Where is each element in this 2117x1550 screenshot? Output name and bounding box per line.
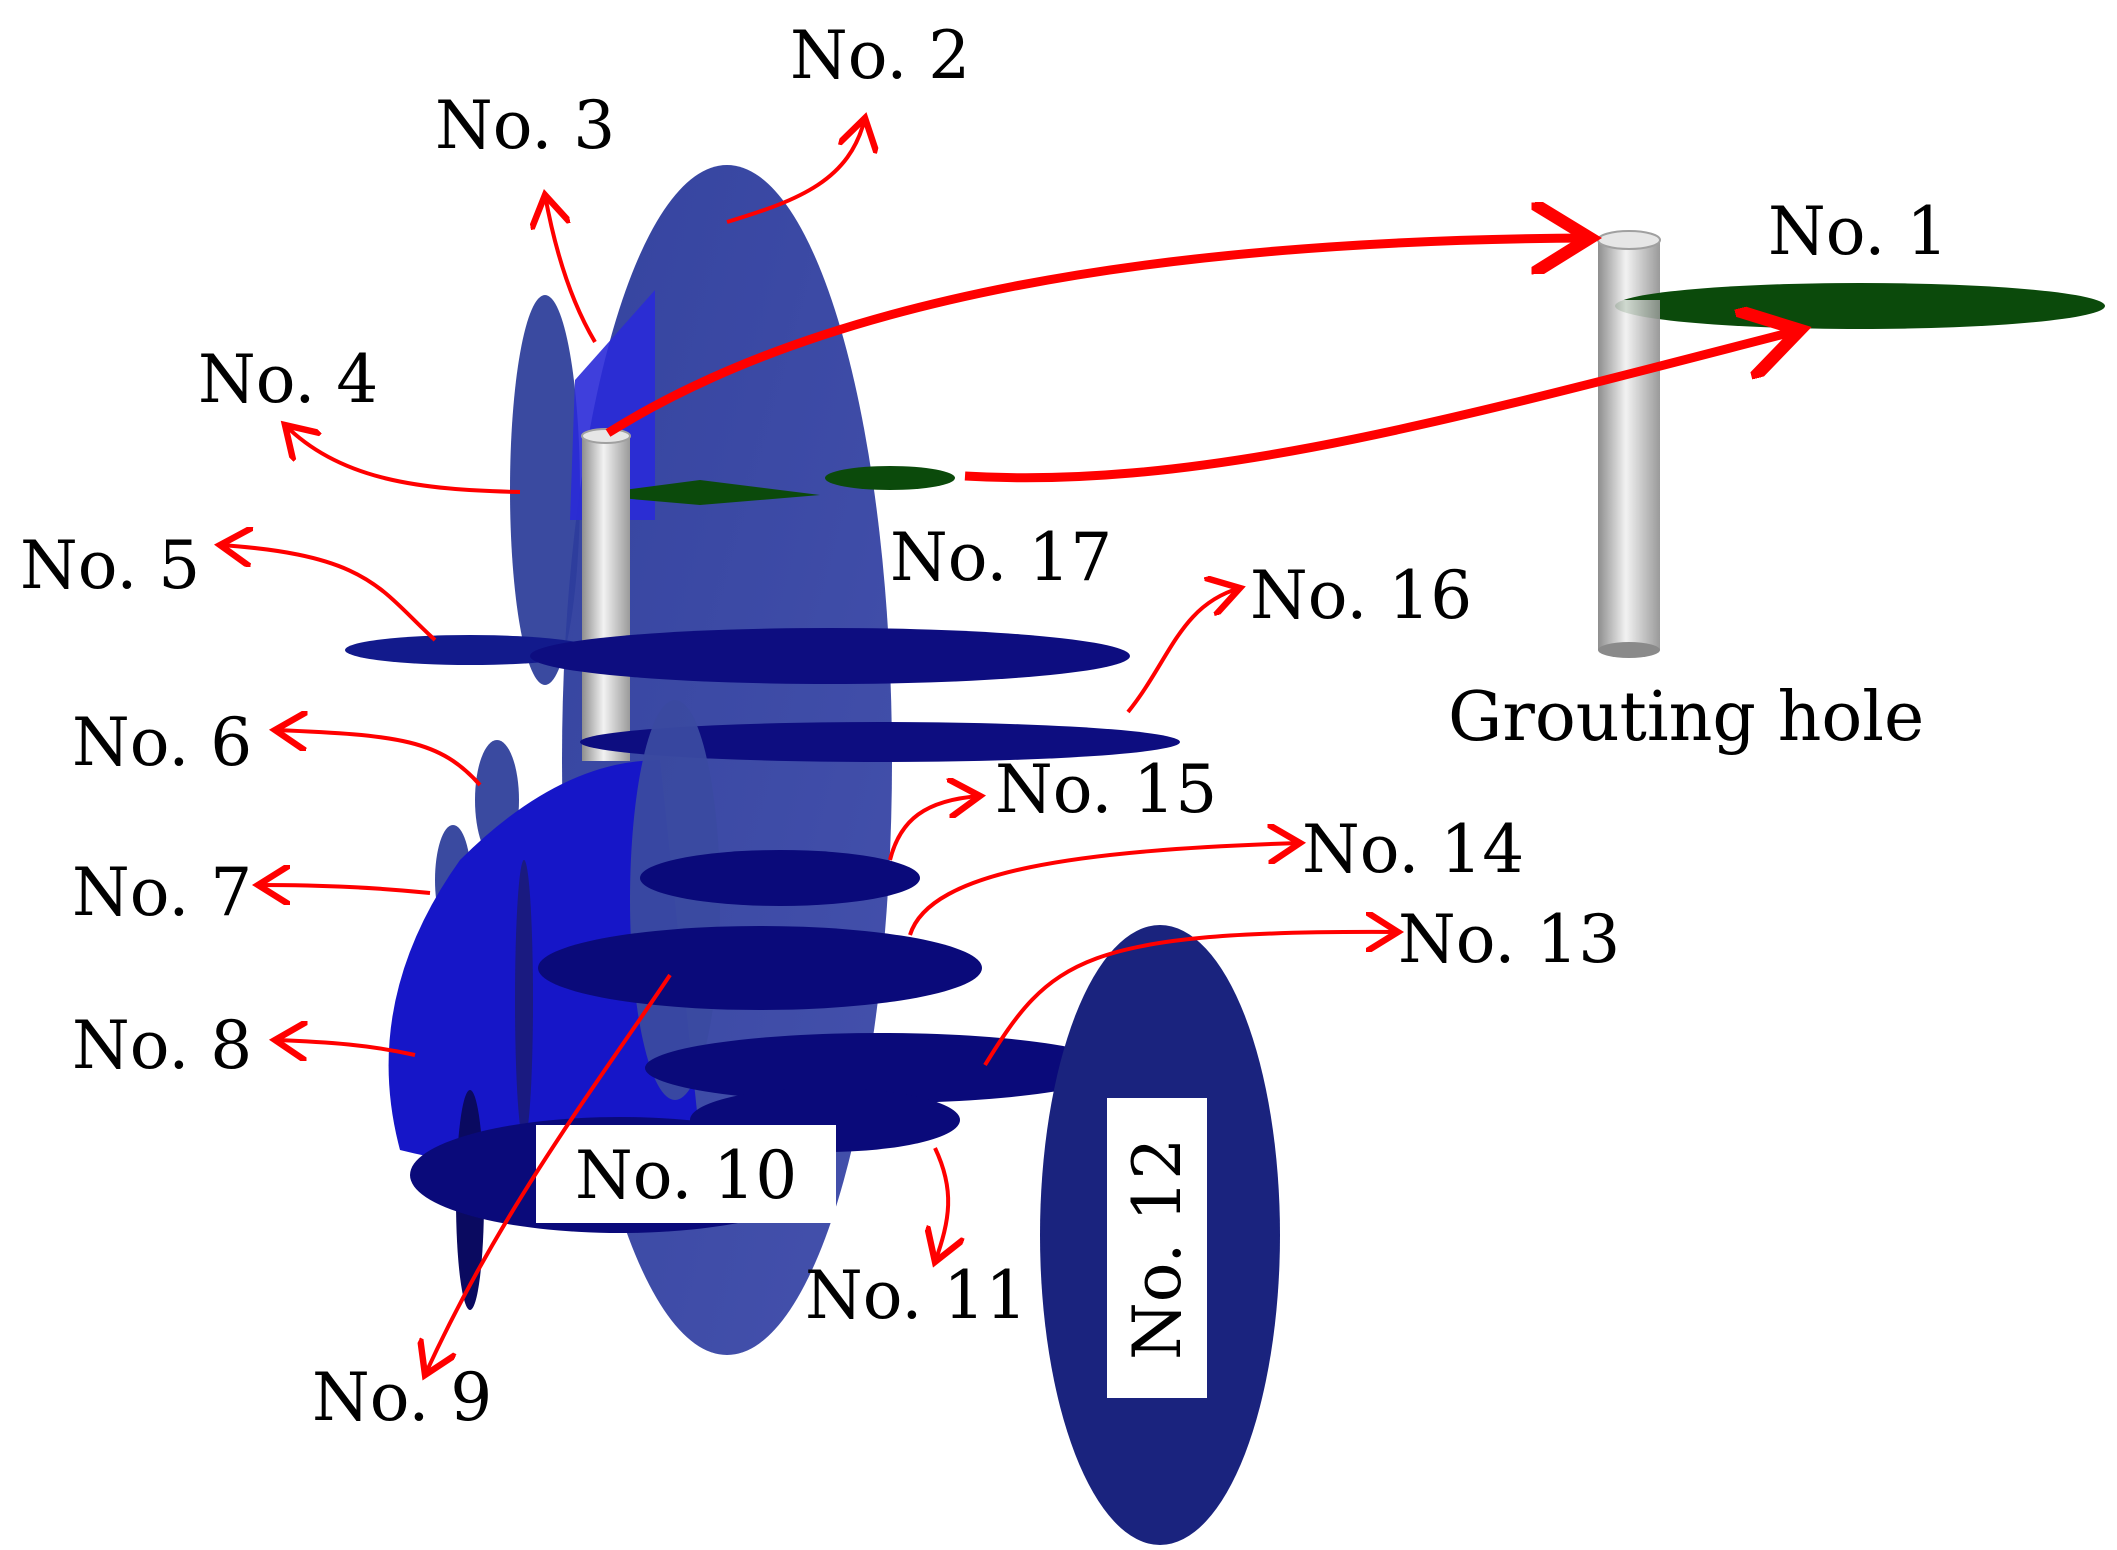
arrow-no7 [258, 885, 431, 893]
fracture-no15 [640, 850, 920, 906]
arrow-no11 [935, 1147, 948, 1262]
arrow-main-top [605, 238, 1590, 437]
arrow-no2 [726, 118, 865, 224]
label-grouting-hole: Grouting hole [1448, 678, 1924, 757]
label-no6: No. 6 [72, 704, 252, 781]
label-no8: No. 8 [72, 1007, 252, 1084]
arrow-no4 [285, 425, 521, 494]
grouting-pipe-top [1597, 230, 1661, 250]
grouting-hole-left [581, 428, 631, 761]
fracture-green-left [585, 480, 820, 505]
arrow-no8 [275, 1040, 416, 1055]
fracture-no13 [645, 1033, 1115, 1103]
fracture-green-tail [825, 466, 955, 490]
arrow-no14 [908, 843, 1300, 936]
label-no12: No. 12 [1119, 1138, 1196, 1360]
grouting-pipe-left [582, 436, 630, 761]
fracture-no1 [1615, 283, 2105, 329]
label-no9: No. 9 [312, 1359, 492, 1436]
grouting-pipe-bottom [1598, 642, 1660, 658]
label-no2: No. 2 [790, 17, 970, 94]
label-no1: No. 1 [1768, 193, 1948, 270]
grouting-pipe-overlap [1598, 300, 1660, 324]
label-box-no10 [536, 1125, 836, 1223]
fracture-no14 [538, 926, 982, 1010]
leader-arrows [220, 118, 1398, 1375]
arrow-no15 [888, 796, 980, 861]
label-no7: No. 7 [72, 854, 252, 931]
arrow-no3 [545, 195, 597, 344]
label-no17: No. 17 [890, 519, 1112, 596]
arrow-no5 [220, 545, 437, 642]
label-box-no12 [1107, 1098, 1207, 1398]
arrow-no6 [275, 730, 482, 787]
arrow-no9 [425, 973, 672, 1375]
label-no16: No. 16 [1250, 557, 1472, 634]
arrow-no13 [983, 932, 1398, 1067]
label-no13: No. 13 [1398, 901, 1620, 978]
fracture-sliver-a [515, 860, 533, 1140]
arrow-no16 [1126, 588, 1240, 714]
arrow-main-bottom [964, 330, 1800, 483]
fracture-no17 [530, 628, 1130, 684]
fracture-no16 [580, 722, 1180, 762]
label-no15: No. 15 [995, 751, 1217, 828]
label-no11: No. 11 [805, 1257, 1027, 1334]
fracture-no3 [510, 295, 580, 685]
label-no4: No. 4 [198, 341, 378, 418]
label-no14: No. 14 [1302, 811, 1524, 888]
label-no5: No. 5 [20, 527, 200, 604]
grouting-pipe-left-top [581, 428, 631, 444]
label-no10: No. 10 [575, 1137, 797, 1214]
label-no3: No. 3 [435, 87, 615, 164]
